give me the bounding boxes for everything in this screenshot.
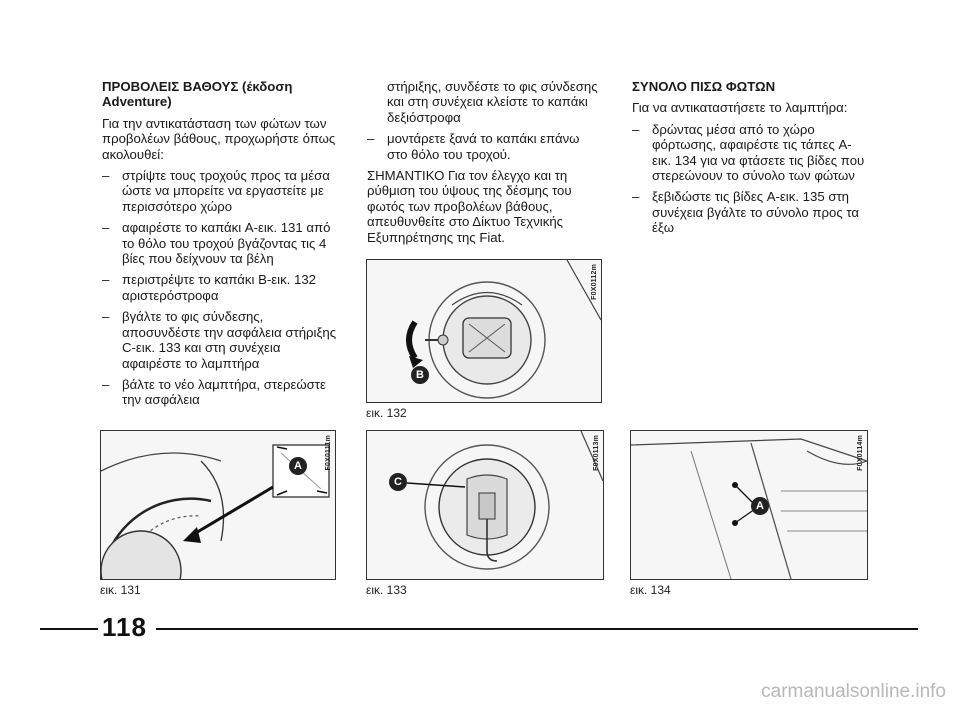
fog-light-cover-illustration xyxy=(406,260,601,399)
intro-text: Για την αντικατάσταση των φώτων των προβ… xyxy=(102,115,336,162)
instruction-list: στρίψτε τους τροχούς προς τα μέσα ώστε ν… xyxy=(102,168,338,408)
list-item: δρώντας μέσα από το χώρο φόρτωσης, αφαιρ… xyxy=(632,122,868,184)
figure-code: F0X0112m xyxy=(591,264,598,300)
wheel-arch-illustration xyxy=(101,444,330,579)
list-item: βγάλτε το φις σύνδεσης, αποσυνδέστε την … xyxy=(102,309,338,371)
callout-label-b: B xyxy=(411,366,429,384)
page-number: 118 xyxy=(102,612,147,642)
figure-133: C F0X0113m xyxy=(366,430,604,580)
figure-caption: εικ. 133 xyxy=(366,583,407,597)
column-1: ΠΡΟΒΟΛΕΙΣ ΒΑΘΟΥΣ (έκδοση Adventure) Για … xyxy=(102,79,338,414)
list-item: στρίψτε τους τροχούς προς τα μέσα ώστε ν… xyxy=(102,168,338,214)
figure-131: A F0X0111m xyxy=(100,430,336,580)
figure-caption: εικ. 132 xyxy=(366,406,407,420)
list-item: αφαιρέστε το καπάκι A-εικ. 131 από το θό… xyxy=(102,220,338,266)
figure-caption: εικ. 131 xyxy=(100,583,141,597)
important-note: ΣΗΜΑΝΤΙΚΟ Για τον έλεγχο και τη ρύθμιση … xyxy=(367,168,572,245)
section-heading-rear-lights: ΣΥΝΟΛΟ ΠΙΣΩ ΦΩΤΩΝ xyxy=(632,79,776,94)
instruction-list: μοντάρετε ξανά το καπάκι επάνω στο θόλο … xyxy=(367,131,603,162)
footer-rule-left xyxy=(40,628,98,630)
instruction-list: δρώντας μέσα από το χώρο φόρτωσης, αφαιρ… xyxy=(632,122,868,236)
figure-code: F0X0113m xyxy=(593,435,600,471)
list-item: μοντάρετε ξανά το καπάκι επάνω στο θόλο … xyxy=(367,131,603,162)
intro-text: Για να αντικαταστήσετε το λαμπτήρα: xyxy=(632,100,848,116)
continuation-text: στήριξης, συνδέστε το φις σύνδεσης και σ… xyxy=(387,79,598,125)
footer-rule-right xyxy=(156,628,918,630)
column-2: στήριξης, συνδέστε το φις σύνδεσης και σ… xyxy=(367,79,603,251)
list-item: περιστρέψτε το καπάκι B-εικ. 132 αριστερ… xyxy=(102,272,338,303)
figure-134: A F0X0114m xyxy=(630,430,868,580)
section-heading-fog-lights: ΠΡΟΒΟΛΕΙΣ ΒΑΘΟΥΣ (έκδοση Adventure) xyxy=(102,79,293,110)
figure-code: F0X0111m xyxy=(325,435,332,471)
callout-label-a: A xyxy=(751,497,769,515)
list-item: βάλτε το νέο λαμπτήρα, στερεώστε την ασφ… xyxy=(102,377,338,408)
figure-132: B F0X0112m xyxy=(366,259,602,403)
callout-label-c: C xyxy=(389,473,407,491)
load-compartment-illustration xyxy=(631,438,867,579)
fog-light-bulb-illustration xyxy=(406,431,603,570)
list-item: ξεβιδώστε τις βίδες A-εικ. 135 στη συνέχ… xyxy=(632,189,868,235)
figure-code: F0X0114m xyxy=(857,435,864,471)
figure-caption: εικ. 134 xyxy=(630,583,671,597)
callout-label-a: A xyxy=(289,457,307,475)
column-3: ΣΥΝΟΛΟ ΠΙΣΩ ΦΩΤΩΝ Για να αντικαταστήσετε… xyxy=(632,79,868,242)
watermark-text: carmanualsonline.info xyxy=(761,681,946,702)
